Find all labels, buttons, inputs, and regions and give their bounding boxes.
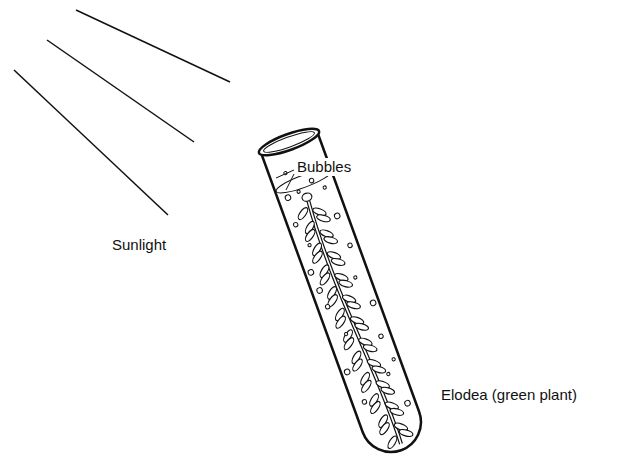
- test-tube: [256, 124, 431, 462]
- elodea-leaf: [334, 315, 347, 330]
- elodea-leaf: [304, 228, 317, 243]
- bubble: [307, 243, 311, 247]
- elodea-leaf: [380, 386, 395, 395]
- bubble: [284, 194, 291, 201]
- elodea-leaves: [288, 187, 417, 454]
- bubble: [293, 222, 299, 228]
- bubble: [309, 178, 315, 184]
- elodea-leaf: [389, 407, 404, 416]
- bubble: [370, 299, 377, 306]
- bubble: [307, 269, 314, 276]
- bubble: [316, 287, 323, 294]
- bubble: [404, 400, 411, 407]
- bubble: [325, 304, 331, 310]
- elodea-leaf: [369, 400, 382, 415]
- bubble: [297, 190, 301, 194]
- bubble: [362, 399, 368, 405]
- elodea-leaf: [316, 214, 331, 223]
- bubble: [386, 372, 390, 376]
- sunlight-label: Sunlight: [110, 236, 168, 254]
- elodea-leaf: [342, 336, 355, 351]
- elodea-leaf: [311, 250, 324, 265]
- bubble: [323, 185, 327, 189]
- elodea-leaf: [371, 365, 386, 374]
- elodea-leaf: [351, 358, 364, 373]
- elodea-stem: [306, 199, 401, 446]
- elodea-tip: [301, 192, 313, 203]
- elodea-leaf: [297, 206, 310, 221]
- plant-label: Elodea (green plant): [439, 386, 579, 404]
- elodea-leaf: [378, 421, 391, 436]
- elodea-leaf: [346, 301, 361, 310]
- bubbles: [273, 158, 413, 423]
- bubble: [392, 357, 396, 361]
- bubble: [347, 243, 353, 249]
- elodea-leaf: [360, 379, 373, 394]
- elodea-leaf: [354, 322, 369, 331]
- elodea-leaf: [331, 257, 346, 266]
- bubble: [334, 212, 341, 219]
- elodea-leaf: [386, 435, 398, 450]
- elodea-leaf: [318, 272, 331, 287]
- sun-rays: [14, 10, 230, 215]
- elodea-leaf: [338, 279, 353, 288]
- elodea-leaf: [363, 343, 378, 352]
- elodea-leaf: [399, 428, 414, 437]
- bubble: [378, 333, 384, 339]
- bubbles-label: Bubbles: [295, 158, 353, 176]
- bubble: [344, 368, 351, 375]
- bubble: [353, 275, 357, 279]
- elodea-leaf: [323, 235, 338, 244]
- bubble: [344, 332, 348, 336]
- leader-lines: [276, 170, 294, 190]
